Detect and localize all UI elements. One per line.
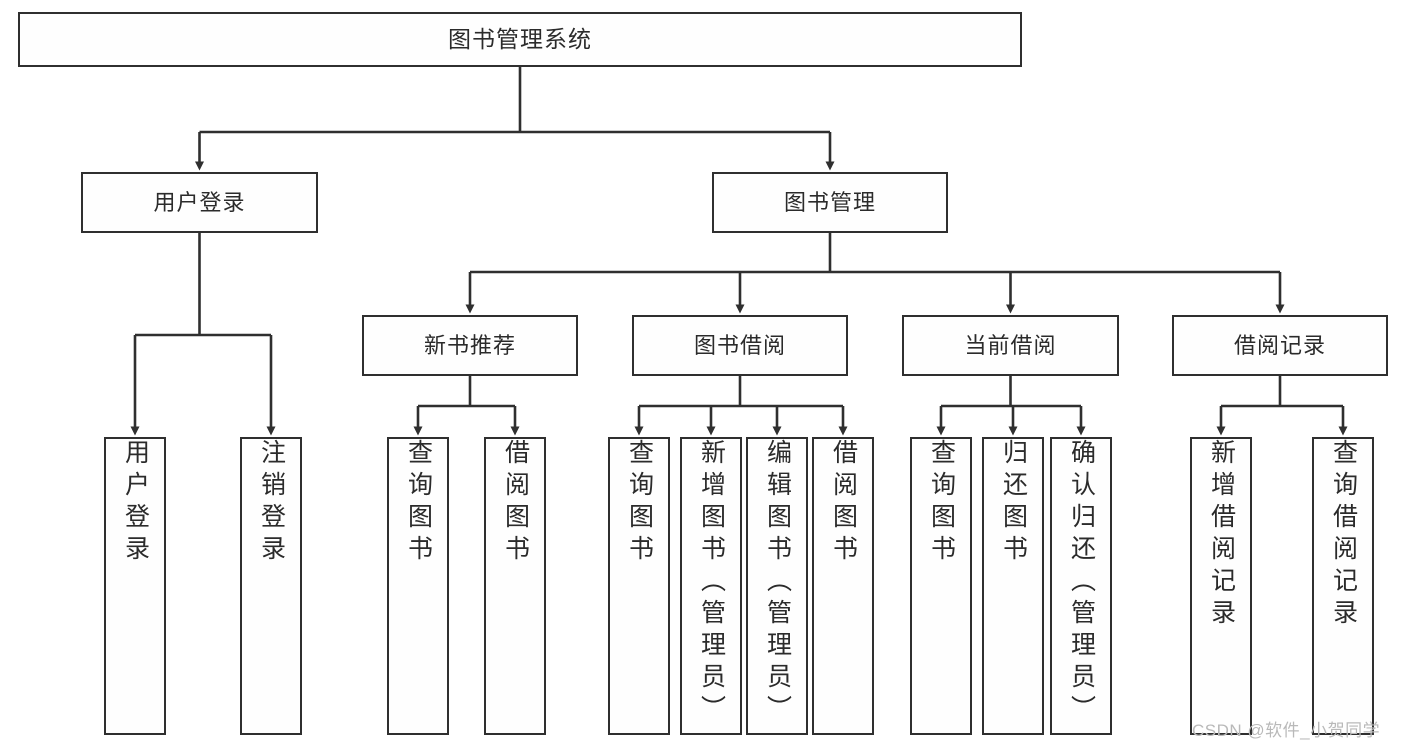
node-book-management-label: 图书管理 xyxy=(783,189,876,215)
node-leaf-query-book-1-label: 查询图书 xyxy=(404,439,433,567)
node-new-book-recommend[interactable]: 新书推荐 xyxy=(362,315,578,376)
node-current-borrow[interactable]: 当前借阅 xyxy=(902,315,1119,376)
node-leaf-borrow-book-1-label: 借阅图书 xyxy=(501,439,530,567)
node-leaf-query-book-3-label: 查询图书 xyxy=(927,439,956,567)
node-root[interactable]: 图书管理系统 xyxy=(18,12,1022,67)
node-leaf-query-book-1[interactable]: 查询图书 xyxy=(387,437,449,735)
node-book-management[interactable]: 图书管理 xyxy=(712,172,948,233)
node-leaf-return-book-label: 归还图书 xyxy=(999,439,1028,567)
node-borrow-records[interactable]: 借阅记录 xyxy=(1172,315,1388,376)
node-leaf-user-login-label: 用户登录 xyxy=(121,439,150,567)
node-leaf-user-logout-label: 注销登录 xyxy=(257,439,286,567)
node-book-borrow-label: 图书借阅 xyxy=(693,332,786,358)
node-user-login[interactable]: 用户登录 xyxy=(81,172,318,233)
node-leaf-borrow-book-2-label: 借阅图书 xyxy=(829,439,858,567)
node-current-borrow-label: 当前借阅 xyxy=(964,332,1057,358)
node-leaf-query-record[interactable]: 查询借阅记录 xyxy=(1312,437,1374,735)
node-book-borrow[interactable]: 图书借阅 xyxy=(632,315,848,376)
node-leaf-edit-book-label: 编辑图书（管理员） xyxy=(763,439,792,727)
node-leaf-edit-book[interactable]: 编辑图书（管理员） xyxy=(746,437,808,735)
node-leaf-query-book-2-label: 查询图书 xyxy=(625,439,654,567)
node-leaf-confirm-return-label: 确认归还（管理员） xyxy=(1067,439,1096,727)
node-leaf-add-book-label: 新增图书（管理员） xyxy=(697,439,726,727)
node-leaf-return-book[interactable]: 归还图书 xyxy=(982,437,1044,735)
node-user-login-label: 用户登录 xyxy=(153,189,246,215)
node-leaf-user-login[interactable]: 用户登录 xyxy=(104,437,166,735)
node-leaf-borrow-book-1[interactable]: 借阅图书 xyxy=(484,437,546,735)
node-borrow-records-label: 借阅记录 xyxy=(1233,332,1326,358)
node-leaf-confirm-return[interactable]: 确认归还（管理员） xyxy=(1050,437,1112,735)
node-leaf-add-book[interactable]: 新增图书（管理员） xyxy=(680,437,742,735)
node-leaf-add-record[interactable]: 新增借阅记录 xyxy=(1190,437,1252,735)
node-leaf-borrow-book-2[interactable]: 借阅图书 xyxy=(812,437,874,735)
node-new-book-recommend-label: 新书推荐 xyxy=(423,332,516,358)
node-leaf-query-book-2[interactable]: 查询图书 xyxy=(608,437,670,735)
node-leaf-query-book-3[interactable]: 查询图书 xyxy=(910,437,972,735)
node-leaf-query-record-label: 查询借阅记录 xyxy=(1329,439,1358,631)
node-root-label: 图书管理系统 xyxy=(448,26,592,53)
node-leaf-add-record-label: 新增借阅记录 xyxy=(1207,439,1236,631)
node-leaf-user-logout[interactable]: 注销登录 xyxy=(240,437,302,735)
